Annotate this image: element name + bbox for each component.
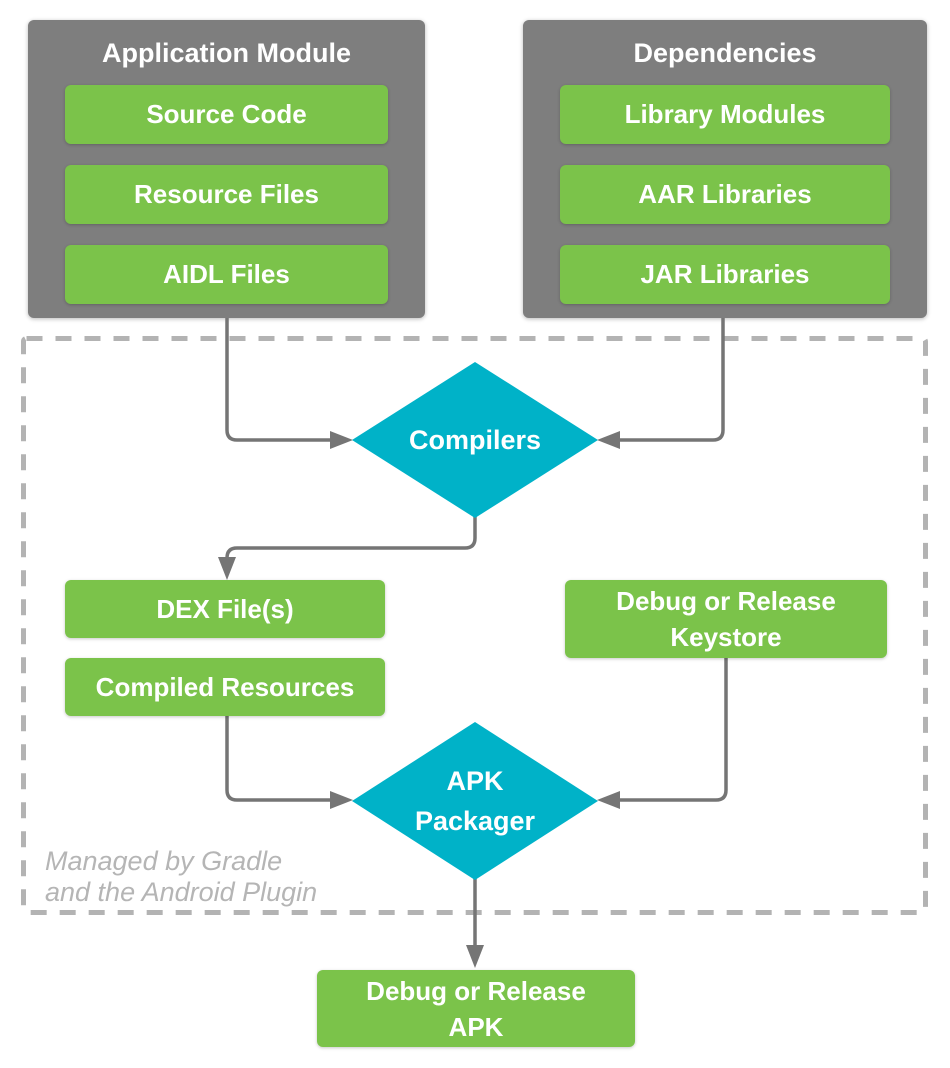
source-code-node: Source Code bbox=[65, 85, 388, 144]
compiled-resources-label: Compiled Resources bbox=[95, 672, 355, 702]
connector-resources-to-packager bbox=[225, 716, 353, 809]
gradle-note: Managed by Gradle and the Android Plugin bbox=[45, 846, 317, 908]
gradle-note-line2: and the Android Plugin bbox=[45, 877, 318, 907]
connector-keystore-to-packager bbox=[597, 658, 728, 809]
arrowhead-right bbox=[330, 431, 353, 449]
apk-packager-label-line2: Packager bbox=[414, 806, 536, 836]
aidl-files-node: AIDL Files bbox=[65, 245, 388, 304]
application-module-title: Application Module bbox=[102, 38, 351, 68]
keystore-label-line2: Keystore bbox=[670, 622, 782, 652]
dependencies-group: Dependencies Library Modules AAR Librari… bbox=[523, 20, 927, 318]
jar-libraries-node: JAR Libraries bbox=[560, 245, 890, 304]
arrowhead-left bbox=[597, 431, 620, 449]
apk-packager-label-line1: APK bbox=[446, 766, 504, 796]
compilers-label: Compilers bbox=[408, 425, 542, 455]
connector-dependencies-to-compilers bbox=[597, 318, 725, 449]
resource-files-node: Resource Files bbox=[65, 165, 388, 224]
dex-files-label: DEX File(s) bbox=[156, 594, 294, 624]
aar-libraries-node: AAR Libraries bbox=[560, 165, 890, 224]
arrowhead-left bbox=[597, 791, 620, 809]
keystore-label-line1: Debug or Release bbox=[616, 586, 836, 616]
arrowhead-down bbox=[218, 557, 236, 580]
connector-app-module-to-compilers bbox=[225, 318, 353, 449]
output-apk-label-line2: APK bbox=[448, 1011, 504, 1042]
compiled-resources-node: Compiled Resources bbox=[65, 658, 385, 716]
library-modules-node: Library Modules bbox=[560, 85, 890, 144]
output-apk-node: Debug or Release APK bbox=[317, 970, 635, 1047]
keystore-node: Debug or Release Keystore bbox=[565, 580, 887, 658]
gradle-note-line1: Managed by Gradle bbox=[45, 846, 283, 876]
connector-packager-to-apk bbox=[466, 878, 484, 968]
dependencies-title: Dependencies bbox=[633, 38, 817, 68]
connector-compilers-to-dex bbox=[218, 516, 477, 580]
dex-files-node: DEX File(s) bbox=[65, 580, 385, 638]
application-module-group: Application Module Source Code Resource … bbox=[28, 20, 425, 318]
output-apk-label-line1: Debug or Release bbox=[366, 975, 586, 1006]
arrowhead-down bbox=[466, 945, 484, 968]
arrowhead-right bbox=[330, 791, 353, 809]
